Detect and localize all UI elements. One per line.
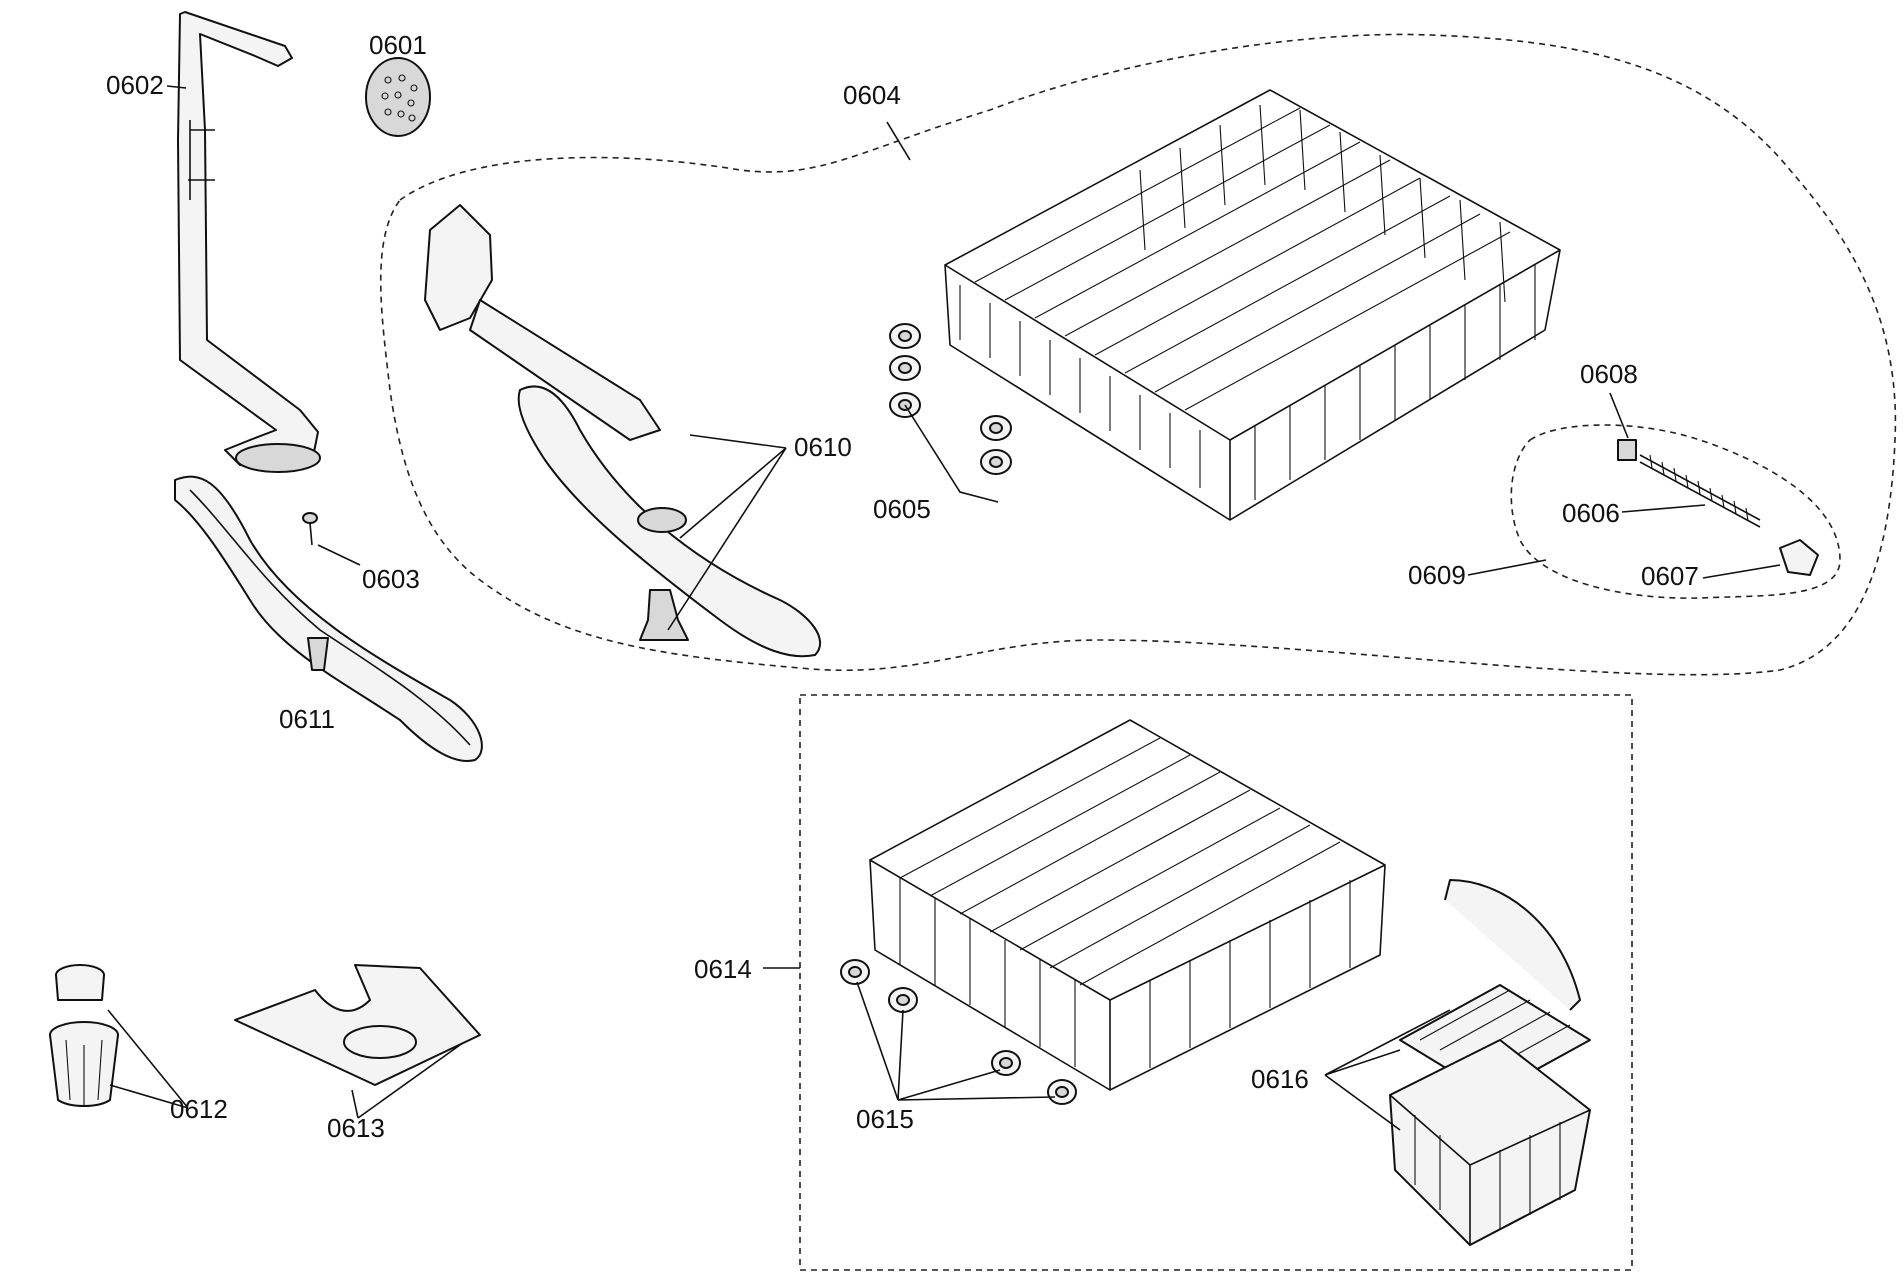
- label-0609: 0609: [1408, 560, 1466, 590]
- label-0610: 0610: [794, 432, 852, 462]
- cutlery-basket-part: [1389, 879, 1591, 1246]
- upper-rack-wheels-part: [889, 323, 1012, 475]
- rack-rail-part: [1639, 454, 1761, 528]
- label-0604: 0604: [843, 80, 901, 110]
- filter-cap-part: [365, 57, 431, 137]
- lower-rack-wheels-part: [840, 959, 1077, 1105]
- lower-rack-part: [869, 719, 1386, 1091]
- filter-part: [49, 964, 119, 1107]
- label-0613: 0613: [327, 1113, 385, 1143]
- lower-spray-arm-part: [174, 475, 483, 762]
- rail-end-cap-part: [1617, 439, 1637, 461]
- label-0607: 0607: [1641, 561, 1699, 591]
- filter-plate-part: [234, 964, 481, 1086]
- label-0605: 0605: [873, 494, 931, 524]
- rack-rail-group-outline: [1510, 424, 1841, 599]
- upper-rack-part: [944, 89, 1561, 521]
- upper-rack-group-outline: [379, 33, 1897, 676]
- screw-part: [302, 512, 318, 546]
- label-0611: 0611: [279, 704, 335, 734]
- label-0614: 0614: [694, 954, 752, 984]
- upper-spray-arm-part: [424, 204, 821, 658]
- label-0602: 0602: [106, 70, 164, 100]
- label-0616: 0616: [1251, 1064, 1309, 1094]
- label-0612: 0612: [170, 1094, 228, 1124]
- label-0615: 0615: [856, 1104, 914, 1134]
- supply-pipe-part: [177, 11, 321, 473]
- label-0601: 0601: [369, 30, 427, 60]
- rail-stop-part: [1779, 539, 1819, 576]
- label-0608: 0608: [1580, 359, 1638, 389]
- label-0606: 0606: [1562, 498, 1620, 528]
- leader-lines: [107, 85, 1781, 1131]
- label-0603: 0603: [362, 564, 420, 594]
